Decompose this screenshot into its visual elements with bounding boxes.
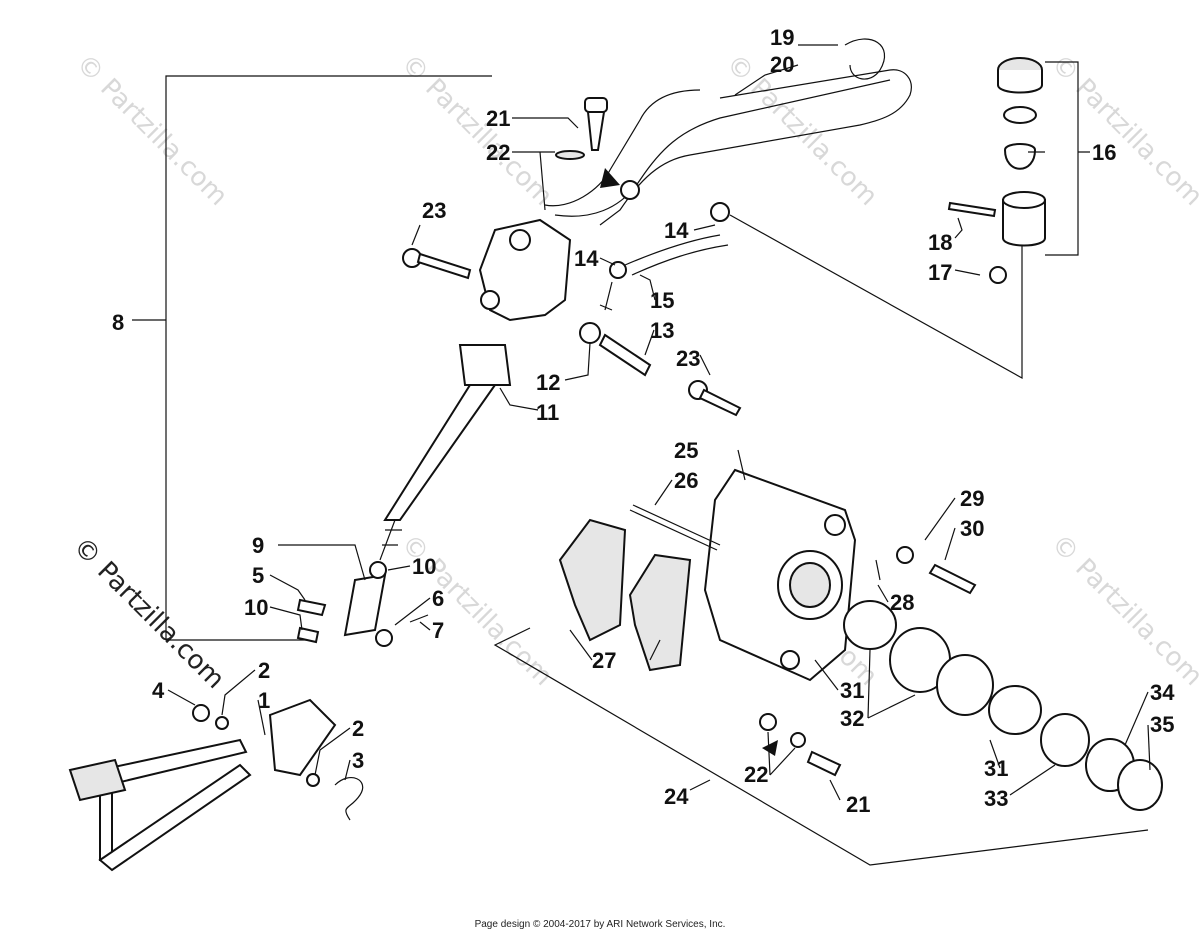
washer-22-b [790, 732, 806, 748]
piston-31-b [988, 685, 1042, 735]
bleeder-boot-29 [896, 546, 914, 564]
brake-pedal [68, 698, 337, 872]
hose-15 [624, 234, 729, 276]
hose-route-line [729, 214, 1023, 380]
callout-17: 17 [928, 260, 952, 285]
callout-23-lower: 23 [676, 346, 700, 371]
bracket-24 [493, 627, 1149, 866]
callout-34: 34 [1150, 680, 1175, 705]
callout-28: 28 [890, 590, 914, 615]
washer-2-b [306, 773, 320, 787]
callout-19: 19 [770, 25, 794, 50]
callout-2-a: 2 [258, 658, 270, 683]
callout-14-a: 14 [664, 218, 689, 243]
spring-3 [334, 777, 364, 821]
callout-26: 26 [674, 468, 698, 493]
callout-10-lower: 10 [244, 595, 268, 620]
callout-33: 33 [984, 786, 1008, 811]
callout-15: 15 [650, 288, 674, 313]
bracket-8 [165, 75, 492, 641]
watermark-dark: © Partzilla.com [67, 532, 230, 695]
screw-13 [598, 333, 652, 377]
callout-22-lower: 22 [744, 762, 768, 787]
reservoir-16 [997, 57, 1046, 262]
master-cylinder [379, 218, 572, 561]
nut-4 [192, 704, 210, 722]
callout-31-b: 31 [984, 756, 1008, 781]
brake-line-20 [544, 69, 912, 226]
seal-32-b [936, 654, 994, 716]
nut-17 [989, 266, 1007, 284]
washer-2-a [215, 716, 229, 730]
callout-29: 29 [960, 486, 984, 511]
watermark: © Partzilla.com [1045, 529, 1200, 692]
seal-33 [1040, 713, 1090, 767]
callout-3: 3 [352, 748, 364, 773]
callout-27: 27 [592, 648, 616, 673]
callout-11: 11 [536, 400, 559, 425]
clamp-14-a [710, 202, 730, 222]
bracket-16 [1045, 61, 1090, 256]
callout-22-top: 22 [486, 140, 510, 165]
spring-28 [875, 559, 881, 581]
callout-13: 13 [650, 318, 674, 343]
callout-7: 7 [432, 618, 444, 643]
bolt-23-lower [688, 380, 742, 417]
banjo-bolt-21-top [555, 97, 608, 160]
fitting [599, 281, 613, 311]
callout-5: 5 [252, 563, 264, 588]
callout-12: 12 [536, 370, 560, 395]
callout-10-upper: 10 [412, 554, 436, 579]
piston-31-a [843, 600, 897, 650]
callout-25: 25 [674, 438, 698, 463]
callout-32: 32 [840, 706, 864, 731]
callout-9: 9 [252, 533, 264, 558]
nut-10-lower [296, 626, 320, 644]
caliper-25 [703, 468, 857, 682]
washer-12 [579, 322, 601, 344]
callout-labels: 19 20 21 22 16 23 14 18 14 17 15 8 13 23… [112, 25, 1175, 817]
ring-35 [1117, 759, 1163, 811]
pin-26 [629, 504, 721, 551]
callout-1: 1 [258, 688, 270, 713]
watermark: © Partzilla.com [1045, 49, 1200, 212]
callout-14-b: 14 [574, 246, 599, 271]
arrow-marker [762, 740, 778, 756]
clevis-9 [343, 573, 387, 637]
callout-18: 18 [928, 230, 952, 255]
callout-4: 4 [152, 678, 165, 703]
watermark: © Partzilla.com [70, 49, 233, 212]
pin-5 [296, 598, 327, 617]
leader-lines [167, 44, 1151, 801]
callout-31-a: 31 [840, 678, 864, 703]
nut-10-upper [369, 561, 387, 579]
washer-6 [375, 629, 393, 647]
callout-35: 35 [1150, 712, 1174, 737]
callout-16: 16 [1092, 140, 1116, 165]
callout-8: 8 [112, 310, 124, 335]
callout-21-lower: 21 [846, 792, 870, 817]
callout-6: 6 [432, 586, 444, 611]
callout-20: 20 [770, 52, 794, 77]
bolt-21-lower [806, 750, 842, 777]
callout-21-top: 21 [486, 106, 510, 131]
watermark: © Partzilla.com [720, 49, 883, 212]
bleeder-30 [928, 563, 977, 595]
callout-23-upper: 23 [422, 198, 446, 223]
pad-27-b [628, 553, 692, 672]
bolt-23-upper [402, 248, 472, 280]
callout-24: 24 [664, 784, 689, 809]
footer-copyright: Page design © 2004-2017 by ARI Network S… [475, 919, 726, 930]
screw-18 [947, 201, 997, 218]
washer-22-a [759, 713, 777, 731]
clamp-19 [844, 38, 886, 80]
pad-27-a [558, 518, 627, 642]
watermark: © Partzilla.com [395, 49, 558, 212]
clamp-14-b [609, 261, 627, 279]
callout-30: 30 [960, 516, 984, 541]
callout-2-b: 2 [352, 716, 364, 741]
cotter-7 [409, 614, 429, 623]
